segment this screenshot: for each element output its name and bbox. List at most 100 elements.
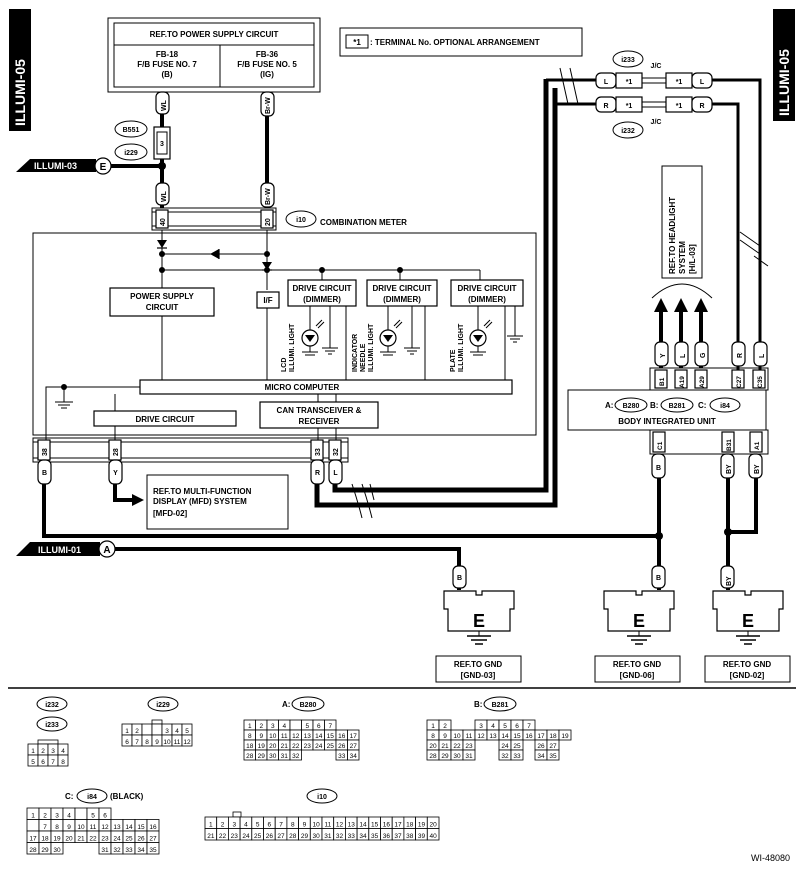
svg-text:9: 9 — [155, 739, 159, 746]
svg-text:34: 34 — [137, 847, 145, 854]
svg-text:25: 25 — [513, 743, 521, 750]
svg-text:B280: B280 — [623, 403, 640, 410]
svg-text:B281: B281 — [492, 702, 509, 709]
svg-text:6: 6 — [41, 759, 45, 766]
svg-text:DRIVE CIRCUIT: DRIVE CIRCUIT — [457, 284, 516, 293]
svg-text:26: 26 — [137, 836, 145, 843]
svg-text:2: 2 — [259, 723, 263, 730]
svg-text:*1: *1 — [676, 103, 683, 110]
svg-text:29: 29 — [301, 833, 309, 840]
svg-text:31: 31 — [324, 833, 332, 840]
svg-text:A:: A: — [282, 700, 290, 709]
svg-text:40: 40 — [430, 833, 438, 840]
svg-text:23: 23 — [465, 743, 473, 750]
svg-text:32: 32 — [336, 833, 344, 840]
left-fuse-type: (B) — [161, 70, 172, 79]
ground-terminal-1: E — [443, 590, 515, 645]
page-tag-left: ILLUMI-05 — [9, 9, 31, 131]
svg-text:ILLUMI-01: ILLUMI-01 — [38, 545, 81, 555]
power-supply-circuit: POWER SUPPLY CIRCUIT — [109, 287, 215, 317]
svg-text:8: 8 — [248, 733, 252, 740]
biu-bottom-connector: C1 B31 A1 — [649, 429, 769, 455]
body-integrated-unit: A: B280 B: B281 C: i84 BODY INTEGRATED U… — [567, 389, 767, 431]
svg-text:7: 7 — [43, 824, 47, 831]
svg-text:ILLUMI. LIGHT: ILLUMI. LIGHT — [458, 323, 465, 372]
svg-text:i229: i229 — [124, 150, 138, 157]
svg-text:i232: i232 — [621, 128, 635, 135]
svg-text:11: 11 — [90, 824, 97, 831]
ref-illumi-03: ILLUMI-03 E — [16, 157, 112, 175]
svg-text:31: 31 — [465, 753, 473, 760]
power-supply-ref-box: REF.TO POWER SUPPLY CIRCUIT FB-18 F/B FU… — [107, 17, 321, 93]
can-r-biu — [712, 102, 740, 370]
svg-text:REF.TO GND: REF.TO GND — [454, 660, 503, 669]
svg-text:A:: A: — [605, 401, 613, 410]
svg-text:I/F: I/F — [263, 296, 272, 305]
svg-text:C:: C: — [65, 792, 73, 801]
svg-text:10: 10 — [453, 733, 461, 740]
svg-text:32: 32 — [333, 448, 340, 456]
svg-text:R: R — [737, 353, 744, 358]
svg-text:20: 20 — [269, 743, 277, 750]
svg-text:NEEDLE: NEEDLE — [360, 343, 367, 372]
svg-text:6: 6 — [103, 813, 107, 820]
headlight-ref-box: REF.TO HEADLIGHT SYSTEM [H/L-03] — [661, 165, 703, 279]
wire-label-r-meter: R — [310, 459, 325, 485]
svg-text:Br-W: Br-W — [265, 188, 272, 205]
svg-text:30: 30 — [53, 847, 61, 854]
svg-text:L: L — [604, 79, 609, 86]
svg-text:33: 33 — [315, 448, 322, 456]
svg-text:23: 23 — [231, 833, 239, 840]
svg-text:WL: WL — [161, 190, 168, 202]
drive-dimmer-3: DRIVE CIRCUIT (DIMMER) — [450, 279, 524, 307]
drive-dimmer-2: DRIVE CIRCUIT (DIMMER) — [366, 279, 438, 307]
svg-text:(DIMMER): (DIMMER) — [468, 295, 506, 304]
svg-text:Y: Y — [660, 353, 667, 358]
svg-text:A29: A29 — [699, 376, 706, 388]
right-fuse-no: F/B FUSE NO. 5 — [237, 60, 297, 69]
svg-text:8: 8 — [145, 739, 149, 746]
svg-text:L: L — [333, 470, 338, 477]
biu-top-connector: B1 A19 A29 C27 C35 — [649, 367, 769, 391]
drive-circuit: DRIVE CIRCUIT — [93, 410, 237, 427]
connector-b551-i229: B551 i229 3 — [114, 120, 171, 161]
ground-wire-labels: B B BY — [452, 565, 735, 589]
svg-text:E: E — [100, 162, 107, 173]
svg-text:8: 8 — [55, 824, 59, 831]
page-tag-left-text: ILLUMI-05 — [12, 59, 28, 126]
svg-text:16: 16 — [383, 822, 391, 829]
svg-text:16: 16 — [525, 733, 533, 740]
svg-text:4: 4 — [491, 723, 495, 730]
svg-text:2: 2 — [43, 813, 47, 820]
terminal-note-text: : TERMINAL No. OPTIONAL ARRANGEMENT — [370, 38, 540, 47]
left-fuse-id: FB-18 — [156, 50, 179, 59]
svg-text:4: 4 — [282, 723, 286, 730]
svg-text:15: 15 — [137, 824, 145, 831]
svg-text:6: 6 — [515, 723, 519, 730]
legend-labels: i232 i233 i229 A: B280 B: B281 C: i84 (B… — [36, 696, 517, 804]
svg-text:2: 2 — [443, 723, 447, 730]
svg-text:7: 7 — [527, 723, 531, 730]
svg-text:28: 28 — [429, 753, 437, 760]
svg-text:10: 10 — [269, 733, 277, 740]
svg-text:CIRCUIT: CIRCUIT — [146, 303, 179, 312]
svg-text:[MFD-02]: [MFD-02] — [153, 509, 188, 518]
svg-text:MICRO COMPUTER: MICRO COMPUTER — [265, 383, 340, 392]
plate-illumi-light: PLATE ILLUMI. LIGHT — [450, 306, 523, 372]
svg-text:26: 26 — [537, 743, 545, 750]
gnd-ref-3: REF.TO GND [GND-02] — [704, 655, 791, 683]
svg-text:3: 3 — [165, 728, 169, 735]
svg-text:18: 18 — [246, 743, 254, 750]
svg-text:4: 4 — [67, 813, 71, 820]
svg-text:DISPLAY (MFD) SYSTEM: DISPLAY (MFD) SYSTEM — [153, 497, 247, 506]
svg-text:37: 37 — [394, 833, 402, 840]
svg-text:WL: WL — [161, 99, 168, 111]
svg-text:7: 7 — [279, 822, 283, 829]
svg-text:REF.TO GND: REF.TO GND — [613, 660, 662, 669]
svg-text:18: 18 — [406, 822, 414, 829]
joint-connector: i233 J/C L *1 *1 L R *1 *1 R J/C i232 — [595, 50, 713, 139]
svg-text:16: 16 — [338, 733, 346, 740]
